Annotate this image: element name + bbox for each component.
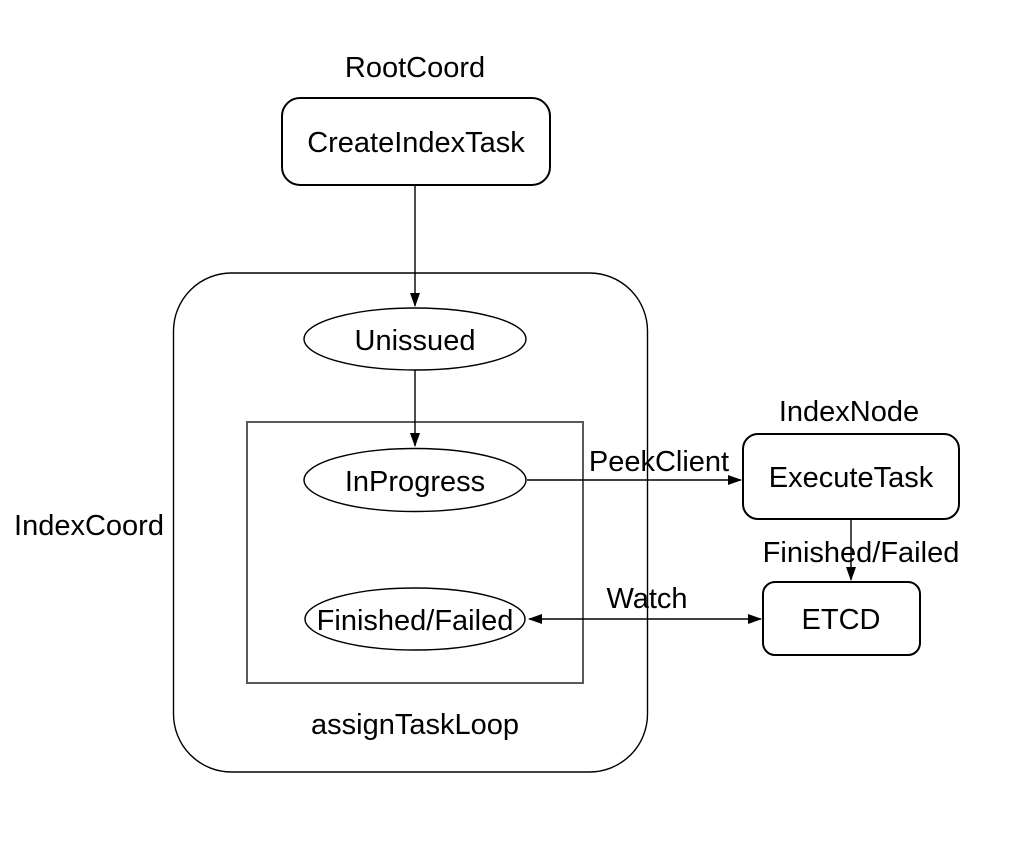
finished-failed-edge-label: Finished/Failed [763, 537, 960, 569]
index-node-label: IndexNode [779, 396, 919, 428]
finished-failed-label: Finished/Failed [317, 605, 514, 637]
watch-edge-label: Watch [606, 583, 687, 615]
in-progress-state-node [303, 447, 527, 513]
finished-failed-state-node [304, 587, 526, 651]
create-index-task-label: CreateIndexTask [307, 127, 525, 159]
assign-task-loop-label: assignTaskLoop [311, 709, 519, 741]
etcd-label: ETCD [802, 604, 881, 636]
peek-client-edge-label: PeekClient [589, 446, 729, 478]
root-coord-label: RootCoord [345, 52, 485, 84]
create-index-task-node [281, 97, 551, 186]
etcd-node [762, 581, 921, 656]
execute-task-label: ExecuteTask [769, 462, 934, 494]
in-progress-label: InProgress [345, 466, 485, 498]
unissued-label: Unissued [355, 325, 476, 357]
index-coord-label: IndexCoord [14, 510, 164, 542]
index-coord-container [172, 272, 649, 773]
